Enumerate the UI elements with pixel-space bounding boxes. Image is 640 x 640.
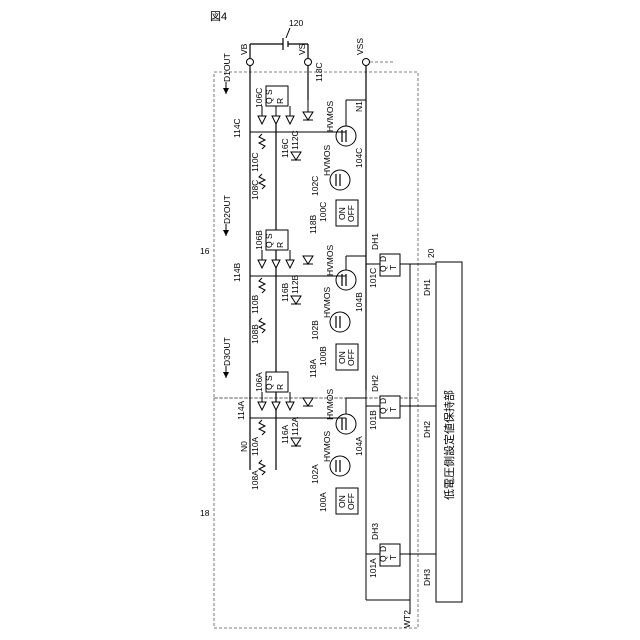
mos-102a-label: 102A xyxy=(310,464,320,484)
svg-text:Q: Q xyxy=(378,555,388,562)
output-d3: D3OUT xyxy=(222,337,232,378)
diode-118a-label: 118A xyxy=(308,358,318,378)
dff-101a: D Q T 101A DH3 xyxy=(368,523,400,578)
stage-b: S Q R 106B 114B 110B 108B 116B 112B HVMO… xyxy=(232,230,366,378)
dh1-top-label: DH1 xyxy=(370,233,380,250)
r-108b: 108B xyxy=(250,324,260,344)
r-110b: 110B xyxy=(250,294,260,314)
svg-text:R: R xyxy=(275,98,285,104)
output-d2: D2OUT xyxy=(222,195,232,236)
node-n0-label: N0 xyxy=(239,441,249,452)
tag-114b: 114B xyxy=(232,262,242,282)
dh2-label: DH2 xyxy=(422,421,432,438)
ff-106a-label: 106A xyxy=(254,372,264,392)
svg-text:S: S xyxy=(264,375,274,381)
node-n1-label: N1 xyxy=(354,101,364,112)
c-116b: 116B xyxy=(280,282,290,302)
svg-text:R: R xyxy=(275,242,285,248)
mos-104c-label: 104C xyxy=(354,148,364,168)
r-108c: 108C xyxy=(250,180,260,200)
svg-text:OFF: OFF xyxy=(346,493,356,510)
switch-100a-label: 100A xyxy=(318,492,328,512)
svg-text:Q: Q xyxy=(378,265,388,272)
d3out-label: D3OUT xyxy=(222,337,232,366)
switch-100b-label: 100B xyxy=(318,346,328,366)
c-112b: 112B xyxy=(290,274,300,294)
output-d1: D1OUT xyxy=(222,53,232,94)
r-110c: 110C xyxy=(250,152,260,172)
dff-101c: D Q T 101C DH1 xyxy=(368,233,400,288)
d2out-label: D2OUT xyxy=(222,195,232,224)
dh1-label: DH1 xyxy=(422,279,432,296)
svg-text:HVMOS: HVMOS xyxy=(322,145,332,177)
ff-106c-label: 106C xyxy=(254,88,264,108)
tag-114a: 114A xyxy=(236,400,246,420)
svg-text:T: T xyxy=(388,265,398,270)
dff-101b: D Q T 101B DH2 xyxy=(368,375,400,430)
tag-114c: 114C xyxy=(232,118,242,138)
svg-text:OFF: OFF xyxy=(346,205,356,222)
switch-100c-label: 100C xyxy=(318,202,328,222)
svg-text:Q: Q xyxy=(264,241,274,248)
mos-102b-label: 102B xyxy=(310,320,320,340)
stage-a: S Q R 106A 114A 110A 108A 116A 112A HVMO… xyxy=(236,372,366,514)
c-112a: 112A xyxy=(290,416,300,436)
vb-terminal xyxy=(247,59,254,66)
c-116a: 116A xyxy=(280,424,290,444)
region-18-label: 18 xyxy=(200,508,210,518)
svg-text:HVMOS: HVMOS xyxy=(325,389,335,421)
d1out-label: D1OUT xyxy=(222,53,232,82)
svg-text:T: T xyxy=(388,407,398,412)
dh2-top-label: DH2 xyxy=(370,375,380,392)
vss-terminal xyxy=(363,59,370,66)
dff-101c-label: 101C xyxy=(368,268,378,288)
c-116c: 116C xyxy=(280,138,290,158)
battery-label: 120 xyxy=(289,18,303,28)
holder-label: 低電圧側設定値保持部 xyxy=(442,390,456,500)
svg-text:S: S xyxy=(264,89,274,95)
svg-text:OFF: OFF xyxy=(346,349,356,366)
vb-label: VB xyxy=(239,43,249,55)
dh3-label: DH3 xyxy=(422,569,432,586)
mos-104b-label: 104B xyxy=(354,292,364,312)
svg-text:HVMOS: HVMOS xyxy=(322,287,332,319)
region-18-outline xyxy=(214,398,418,628)
svg-text:D: D xyxy=(378,398,388,404)
diode-118c: 118C xyxy=(314,62,324,82)
svg-text:Q: Q xyxy=(264,97,274,104)
svg-text:Q: Q xyxy=(264,383,274,390)
r-108a: 108A xyxy=(250,470,260,490)
dff-101a-label: 101A xyxy=(368,558,378,578)
svg-text:T: T xyxy=(388,555,398,560)
svg-text:S: S xyxy=(264,233,274,239)
dff-101b-label: 101B xyxy=(368,410,378,430)
diode-118b-label: 118B xyxy=(308,214,318,234)
region-16-outline xyxy=(214,72,418,398)
r-110a: 110A xyxy=(250,436,260,456)
svg-text:Q: Q xyxy=(378,407,388,414)
dh3-top-label: DH3 xyxy=(370,523,380,540)
mos-102c-label: 102C xyxy=(310,176,320,196)
region-16-label: 16 xyxy=(200,246,210,256)
region-20-label: 20 xyxy=(426,248,436,258)
figure-number: 図4 xyxy=(210,10,227,23)
svg-text:R: R xyxy=(275,384,285,390)
svg-text:D: D xyxy=(378,546,388,552)
ff-106b-label: 106B xyxy=(254,230,264,250)
mos-104a-label: 104A xyxy=(354,436,364,456)
svg-text:HVMOS: HVMOS xyxy=(325,101,335,133)
vss-label: VSS xyxy=(355,38,365,55)
vs-terminal xyxy=(305,59,312,66)
stage-c: S Q R 106C 114C 110C 108C 118C 116C 112C… xyxy=(232,62,366,234)
svg-text:HVMOS: HVMOS xyxy=(325,245,335,277)
c-112c: 112C xyxy=(290,130,300,150)
svg-text:D: D xyxy=(378,256,388,262)
svg-text:HVMOS: HVMOS xyxy=(322,431,332,463)
vs-label: VS xyxy=(297,43,307,55)
